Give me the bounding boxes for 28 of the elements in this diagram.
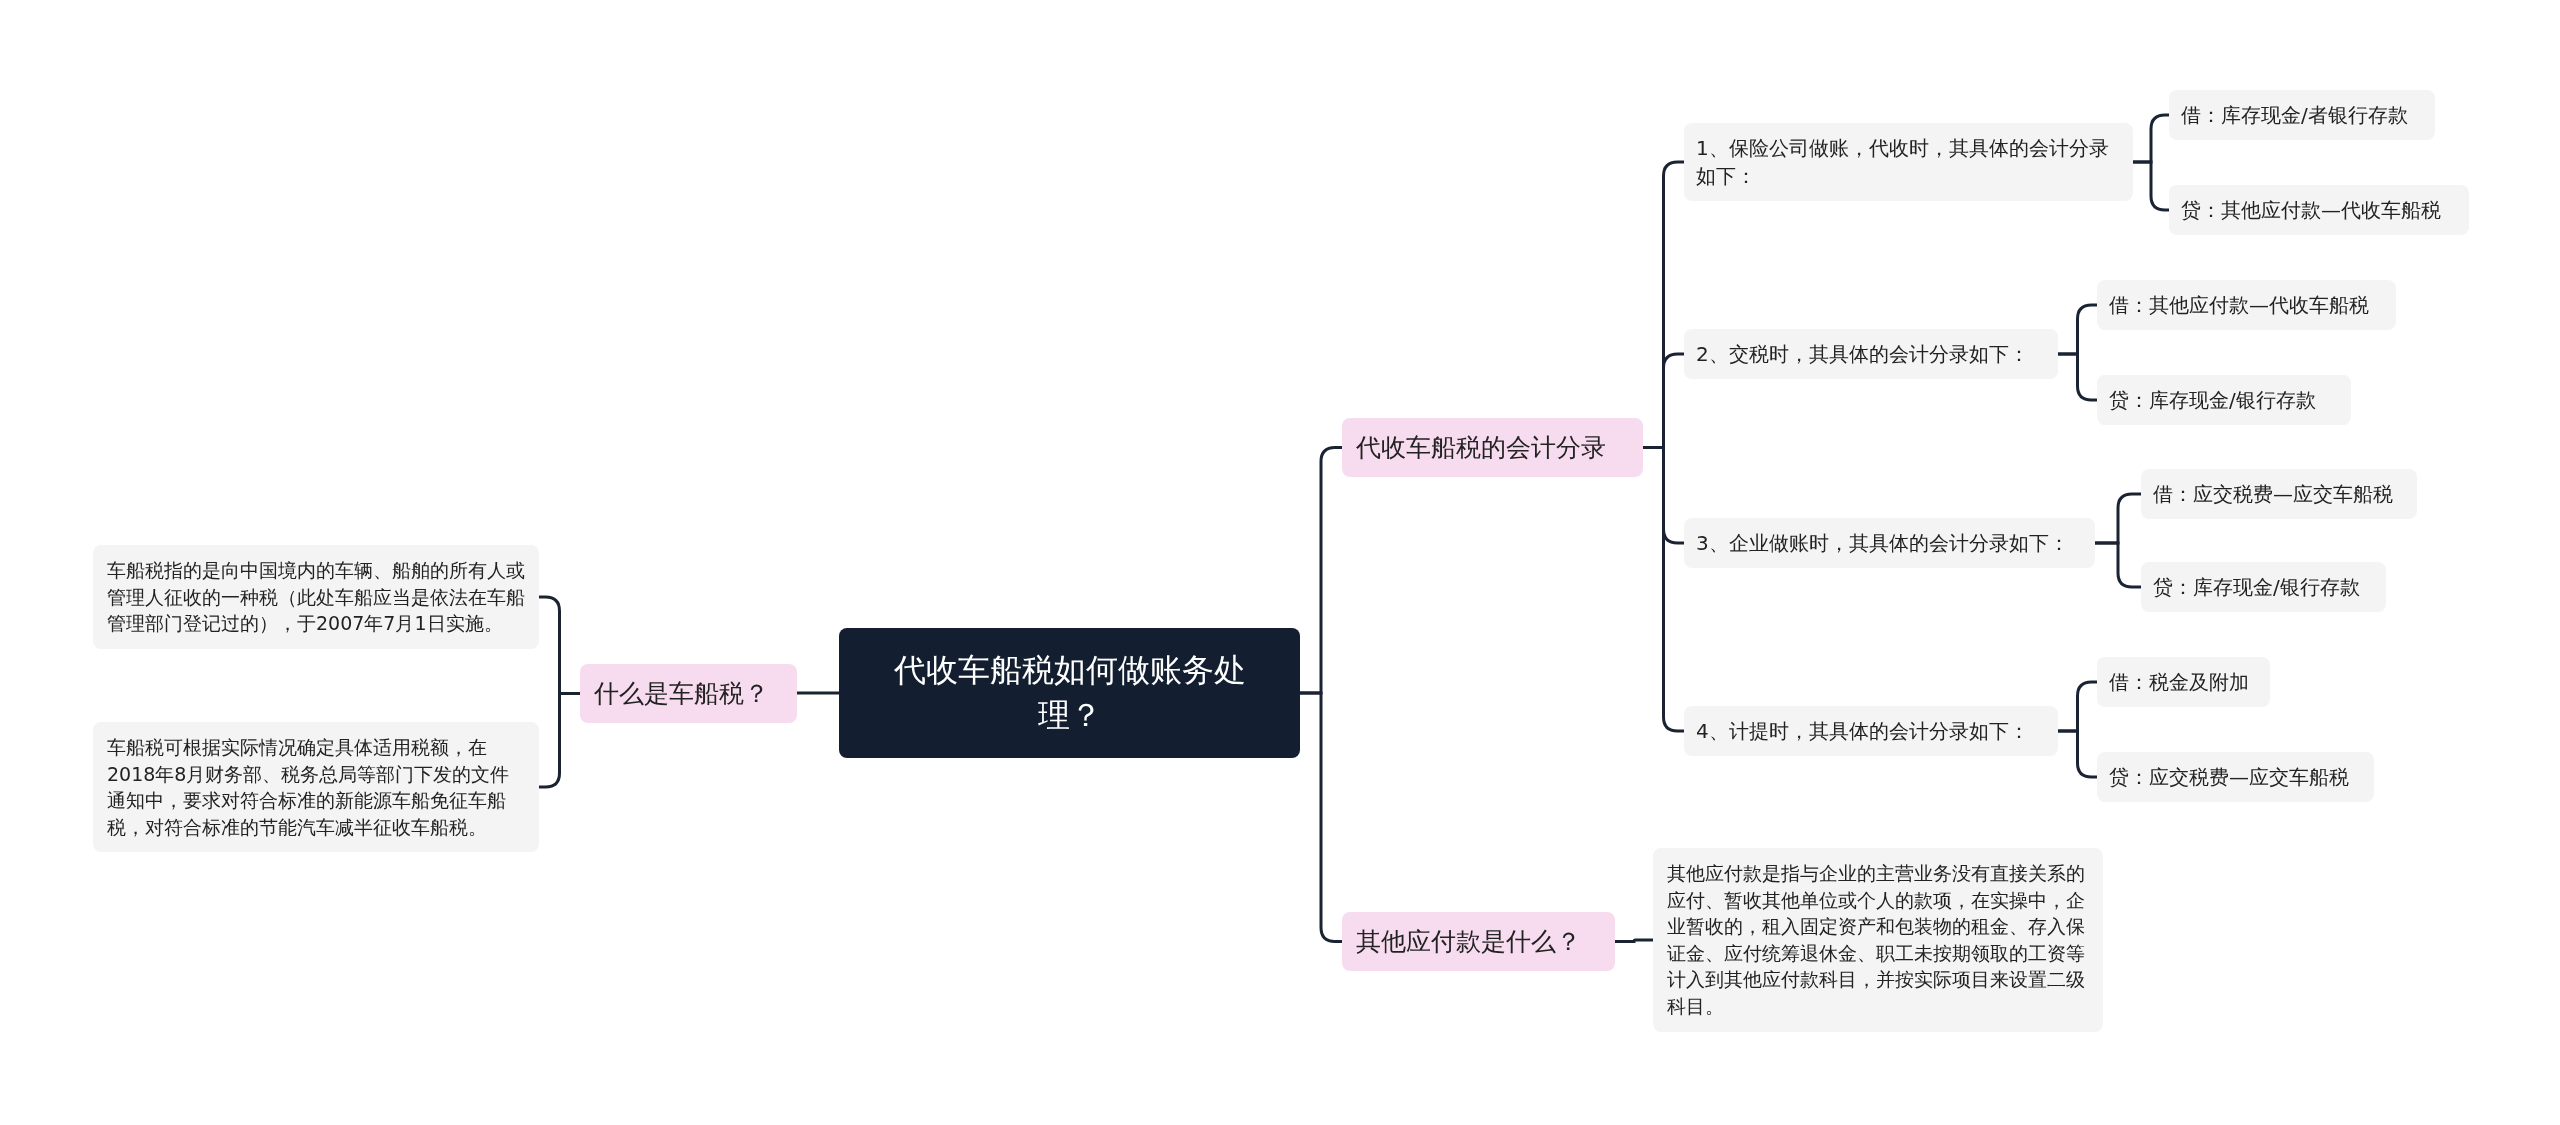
subtopic-box: 借：税金及附加 (2097, 657, 2270, 707)
subtopic-box: 借：应交税费—应交车船税 (2141, 469, 2417, 519)
subtopic-box: 1、保险公司做账，代收时，其具体的会计分录如下： (1684, 123, 2133, 201)
topic-box: 代收车船税的会计分录 (1342, 417, 1643, 477)
connector-line (2133, 160, 2169, 212)
connector-line (1615, 938, 1653, 943)
central-topic-box: 代收车船税如何做账务处理？ (839, 628, 1300, 758)
topic-box: 其他应付款是什么？ (1342, 911, 1615, 971)
connector-line (1643, 446, 1684, 733)
note-box: 其他应付款是指与企业的主营业务没有直接关系的应付、暂收其他单位或个人的款项，在实操中，企业暂收的，租入固定资产和包装物的租金、存入保证金、应付统筹退休金、职工未按期领取的工资等计入到其他应付款科目，并按实际项目来设置二级科目。 (1653, 848, 2103, 1032)
connector-line (1300, 691, 1342, 943)
topic-box: 什么是车船税？ (580, 663, 797, 723)
subtopic-box: 3、企业做账时，其具体的会计分录如下： (1684, 518, 2095, 568)
connector-line (2095, 541, 2141, 589)
subtopic-box: 4、计提时，其具体的会计分录如下： (1684, 706, 2058, 756)
subtopic-box: 借：库存现金/者银行存款 (2169, 90, 2435, 140)
connector-line (539, 692, 580, 789)
connector-line (797, 691, 839, 695)
subtopic-box: 借：其他应付款—代收车船税 (2097, 280, 2396, 330)
connector-line (2058, 352, 2097, 402)
subtopic-box: 2、交税时，其具体的会计分录如下： (1684, 329, 2058, 379)
connector-line (2058, 729, 2097, 779)
subtopic-box: 贷：其他应付款—代收车船税 (2169, 185, 2469, 235)
subtopic-box: 贷：应交税费—应交车船税 (2097, 752, 2374, 802)
subtopic-box: 贷：库存现金/银行存款 (2141, 562, 2386, 612)
note-box: 车船税指的是向中国境内的车辆、船舶的所有人或管理人征收的一种税（此处车船应当是依法在车船管理部门登记过的），于2007年7月1日实施。 (93, 545, 539, 649)
subtopic-box: 贷：库存现金/银行存款 (2097, 375, 2351, 425)
note-box: 车船税可根据实际情况确定具体适用税额，在2018年8月财务部、税务总局等部门下发的文件通知中，要求对符合标准的新能源车船免征车船税，对符合标准的节能汽车减半征收车船税。 (93, 722, 539, 853)
